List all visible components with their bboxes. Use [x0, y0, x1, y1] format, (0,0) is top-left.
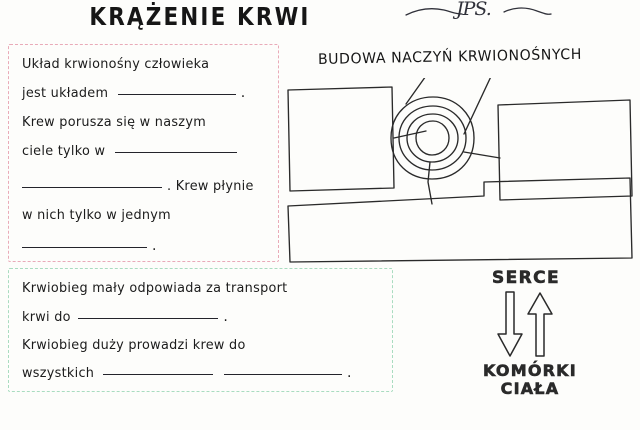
green-line-4: wszystkich .	[22, 365, 351, 381]
flourish-strokes	[405, 7, 552, 16]
text-run: ciele tylko w	[22, 143, 106, 159]
pink-line-7: .	[22, 238, 156, 254]
green-line-1: Krwiobieg mały odpowiada za transport	[22, 280, 301, 296]
label-box-bottom[interactable]	[287, 177, 633, 263]
monogram-text: JPS.	[456, 0, 492, 20]
green-line-2: krwi do .	[22, 309, 228, 325]
text-run: Krwiobieg duży prowadzi krew do	[22, 337, 246, 353]
body-cells-label-line2: CIAŁA	[500, 379, 560, 398]
body-cells-label: KOMÓRKI CIAŁA	[470, 361, 590, 398]
pink-line-1: Układ krwionośny człowieka	[22, 56, 219, 72]
pink-line-5: . Krew płynie	[22, 178, 258, 194]
label-box-left[interactable]	[287, 86, 395, 192]
leader-line-bottom	[427, 161, 433, 205]
pink-line-4: ciele tylko w	[22, 143, 237, 159]
body-cells-label-line1: KOMÓRKI	[483, 361, 577, 380]
green-line-3: Krwiobieg duży prowadzi krew do	[22, 337, 257, 353]
exercise-box-circulatory-system	[8, 44, 279, 262]
text-run: Krwiobieg mały odpowiada za transport	[22, 280, 288, 296]
period: .	[347, 365, 352, 381]
diagram-heading: BUDOWA NACZYŃ KRWIONOŚNYCH	[317, 46, 583, 68]
text-run: . Krew płynie	[167, 178, 254, 194]
decorative-monogram-flourish: JPS.	[404, 0, 554, 32]
leader-line-left	[393, 130, 427, 139]
text-run: jest układem	[22, 85, 109, 101]
vessel-ring-3	[398, 105, 467, 171]
arrow-up-icon	[527, 292, 553, 357]
fill-in-blank[interactable]	[224, 374, 343, 375]
leader-line-right	[463, 151, 501, 159]
fill-in-blank[interactable]	[103, 374, 214, 375]
period: .	[240, 85, 246, 101]
label-box-right[interactable]	[497, 99, 633, 201]
text-run: krwi do	[22, 309, 71, 325]
vessel-ring-2	[406, 113, 459, 163]
pink-line-3: Krew porusza się w naszym	[22, 114, 216, 130]
text-run: Układ krwionośny człowieka	[22, 56, 210, 72]
period: .	[152, 238, 157, 254]
vessel-ring-outer	[390, 96, 475, 180]
fill-in-blank[interactable]	[117, 94, 236, 95]
page-title: KRĄŻENIE KRWI	[89, 2, 311, 31]
leader-line-top-left	[405, 65, 434, 105]
text-run: Krew porusza się w naszym	[22, 114, 206, 130]
fill-in-blank[interactable]	[22, 187, 162, 188]
fill-in-blank[interactable]	[22, 247, 147, 248]
period: .	[223, 309, 228, 325]
pink-line-2: jest układem .	[22, 85, 245, 101]
blood-vessel-diagram	[278, 65, 640, 266]
vessel-ring-inner	[415, 120, 450, 156]
text-run: w nich tylko w jednym	[22, 207, 171, 223]
leader-line-top-right	[463, 69, 495, 135]
exercise-box-circulation-loops	[8, 268, 393, 392]
pink-line-6: w nich tylko w jednym	[22, 207, 179, 223]
fill-in-blank[interactable]	[78, 318, 219, 319]
circulation-arrows	[480, 290, 570, 360]
arrow-down-icon	[497, 291, 523, 357]
text-run: wszystkich	[22, 365, 95, 381]
fill-in-blank[interactable]	[114, 152, 237, 153]
heart-label: SERCE	[492, 268, 561, 289]
